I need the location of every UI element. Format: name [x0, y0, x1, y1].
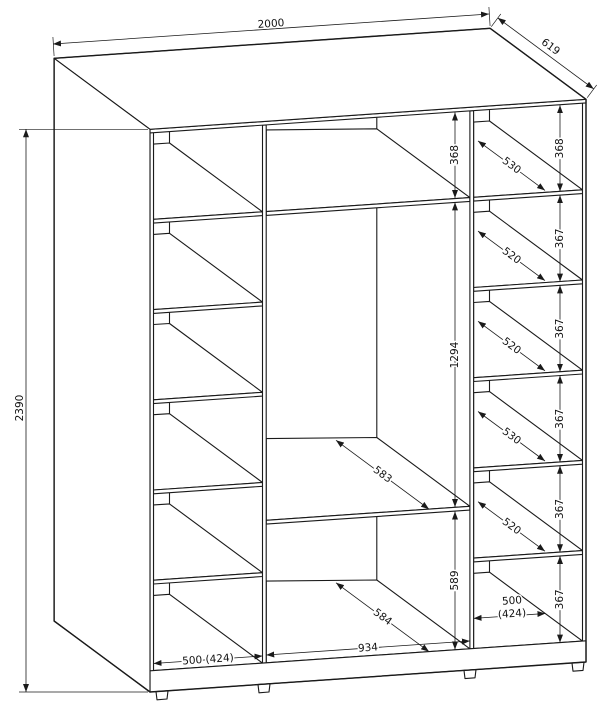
- extension-line: [488, 6, 491, 27]
- right-bottom-width-label: 500: [502, 594, 523, 607]
- foot: [257, 683, 271, 694]
- shelf-top-surface: [473, 210, 584, 289]
- extension-line: [52, 36, 55, 57]
- middle-hanging-height-label: 1294: [449, 341, 461, 368]
- dim-line-right-depth: [477, 140, 546, 191]
- middle-section-shelves: [265, 128, 471, 664]
- partition-1-front-edge: [261, 124, 267, 664]
- right-gap-label: 367: [554, 499, 566, 519]
- dim-line-width: [52, 11, 490, 47]
- shelf-top-surface: [152, 413, 264, 491]
- dim-line-left-width: [153, 653, 263, 666]
- right-gap-label: 368: [554, 138, 566, 158]
- overall-width-label: 2000: [257, 17, 285, 31]
- partition-2-front-edge: [469, 110, 475, 650]
- shelf-top-surface: [473, 120, 584, 198]
- shelf-top-surface: [152, 232, 264, 311]
- dim-line-depth: [497, 17, 594, 90]
- shelf-top-surface: [152, 322, 264, 401]
- overall-height-label: 2390: [14, 395, 26, 422]
- dim-line-right-depth: [477, 501, 546, 552]
- left-side-outer-face: [53, 57, 151, 693]
- top-face: [53, 27, 587, 130]
- dim-line-right-width: [473, 611, 546, 621]
- middle-width-label: 934: [358, 641, 379, 654]
- right-gap-label: 367: [554, 409, 566, 429]
- middle-lower-height-label: 589: [449, 570, 461, 590]
- right-bottom-width-inner-label: (424): [497, 607, 526, 621]
- feet: [155, 661, 585, 701]
- shelf-top-surface: [152, 503, 264, 581]
- foot: [571, 661, 585, 672]
- shelf-top-surface: [473, 300, 584, 379]
- dim-line-right-depth: [477, 320, 546, 372]
- shelf-top-surface: [473, 391, 584, 469]
- dim-line-middle-width: [266, 638, 470, 658]
- left-floor-width-label: 500 (424): [182, 652, 234, 668]
- right-gap-label: 367: [554, 228, 566, 248]
- extension-line: [586, 84, 597, 98]
- overall-depth-label: 619: [539, 36, 562, 58]
- extension-line: [491, 13, 502, 27]
- dimension-lines: [19, 6, 597, 693]
- shelf-top-surface: [473, 481, 584, 559]
- dim-line-right-depth: [477, 230, 546, 281]
- cabinet-outline: [53, 27, 587, 693]
- right-gap-label: 367: [554, 319, 566, 339]
- dim-line-shelf-depth: [335, 439, 430, 510]
- middle-top-gap-label: 368: [449, 145, 461, 165]
- shelf-top-surface: [152, 142, 264, 220]
- section-floor-surface: [473, 571, 584, 650]
- right-bottom-gap-label: 367: [554, 589, 566, 609]
- dim-line-right-depth: [477, 411, 546, 462]
